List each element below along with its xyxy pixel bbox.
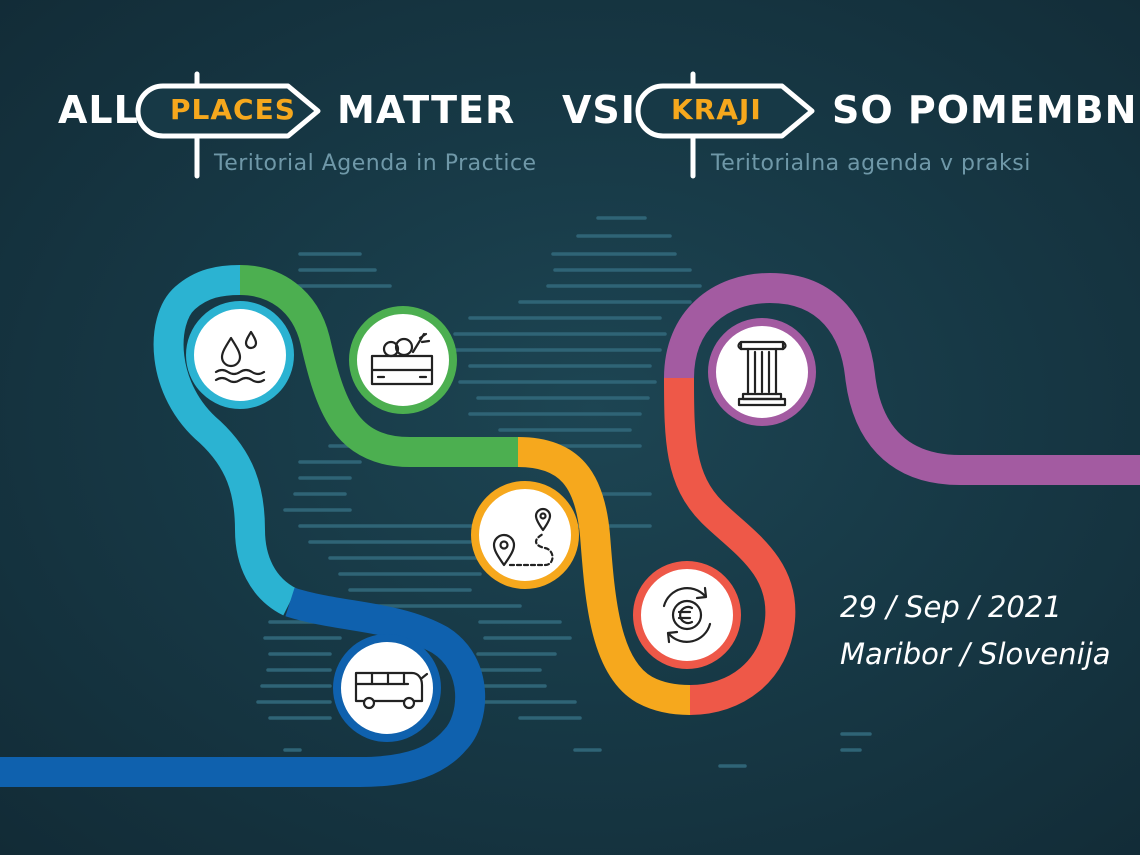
title-right-words-sl: SO POMEMBNI [832, 88, 1140, 132]
signpost-right [635, 71, 815, 179]
subtitle-en: Teritorial Agenda in Practice [214, 151, 537, 176]
icon-heritage [708, 318, 816, 426]
signpost-left [135, 71, 321, 179]
event-location: Maribor / Slovenija [840, 637, 1111, 671]
road-purple [664, 273, 1140, 485]
road-blue [0, 587, 486, 787]
column-icon [737, 340, 787, 407]
road-cyan [153, 265, 298, 616]
bus-icon [354, 671, 429, 710]
title-left-word-sl: VSI [562, 88, 636, 132]
water-drops-icon [214, 330, 266, 384]
sign-label-sl: KRAJI [671, 93, 762, 126]
title-right-words-en: MATTER [337, 88, 516, 132]
vegetable-crate-icon [370, 332, 434, 386]
icon-euro [633, 561, 741, 669]
sign-label-en: PLACES [170, 93, 296, 126]
event-date: 29 / Sep / 2021 [840, 590, 1062, 624]
euro-cycle-icon [662, 586, 712, 644]
subtitle-sl: Teritorialna agenda v praksi [711, 151, 1031, 176]
road-green [239, 265, 518, 467]
icon-water [186, 301, 294, 409]
route-pins-icon [492, 507, 554, 567]
road-red [664, 377, 796, 715]
icon-transport [333, 634, 441, 742]
icon-route [471, 481, 579, 589]
icon-food [349, 306, 457, 414]
map-dashes [256, 216, 872, 768]
title-left-word-en: ALL [58, 88, 139, 132]
road-yellow [517, 437, 691, 715]
